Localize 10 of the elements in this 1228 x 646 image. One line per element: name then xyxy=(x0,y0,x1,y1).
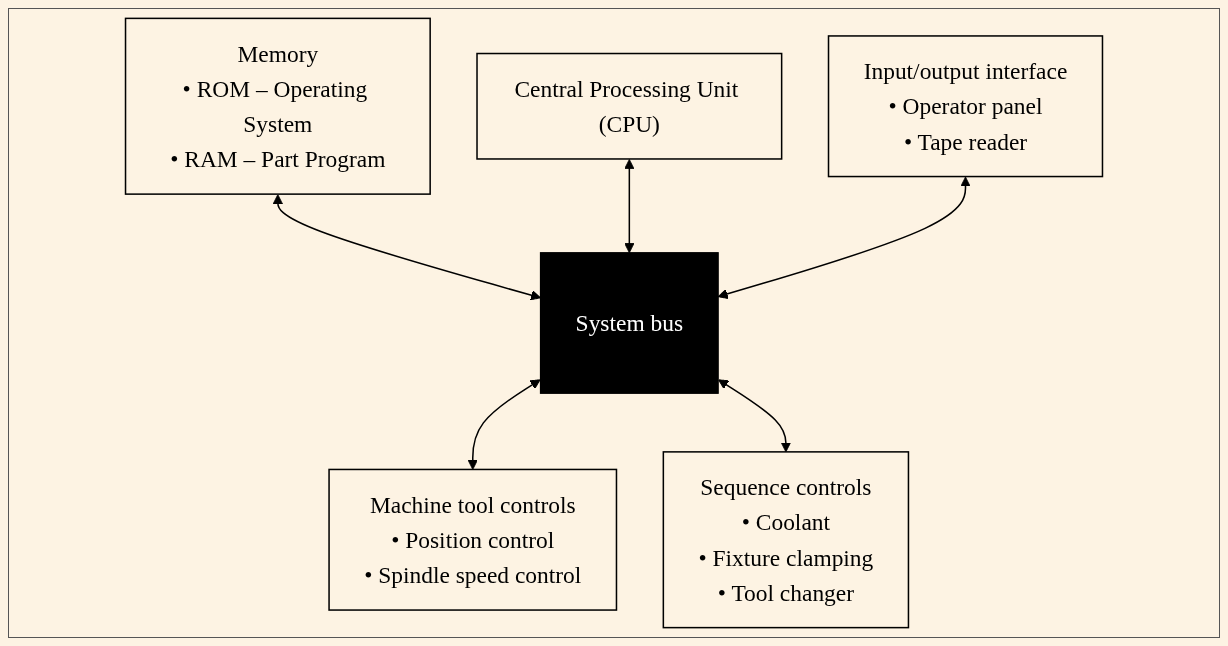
arrow xyxy=(467,379,541,470)
node-box: Sequence controls • Coolant • Fixture clamping • Tool changer xyxy=(662,451,910,629)
node-box: Memory • ROM – Operating System • RAM – Part Program xyxy=(124,17,431,195)
arrow xyxy=(718,379,792,453)
arrow xyxy=(272,194,541,301)
arrow xyxy=(624,158,635,254)
node-box: Central Processing Unit (CPU) xyxy=(476,52,783,160)
node-box: Machine tool controls • Position control • Spindle speed control xyxy=(328,468,618,611)
node-box: System bus xyxy=(539,252,719,394)
node-box: Input/output interface • Operator panel • Tape reader xyxy=(827,35,1104,178)
